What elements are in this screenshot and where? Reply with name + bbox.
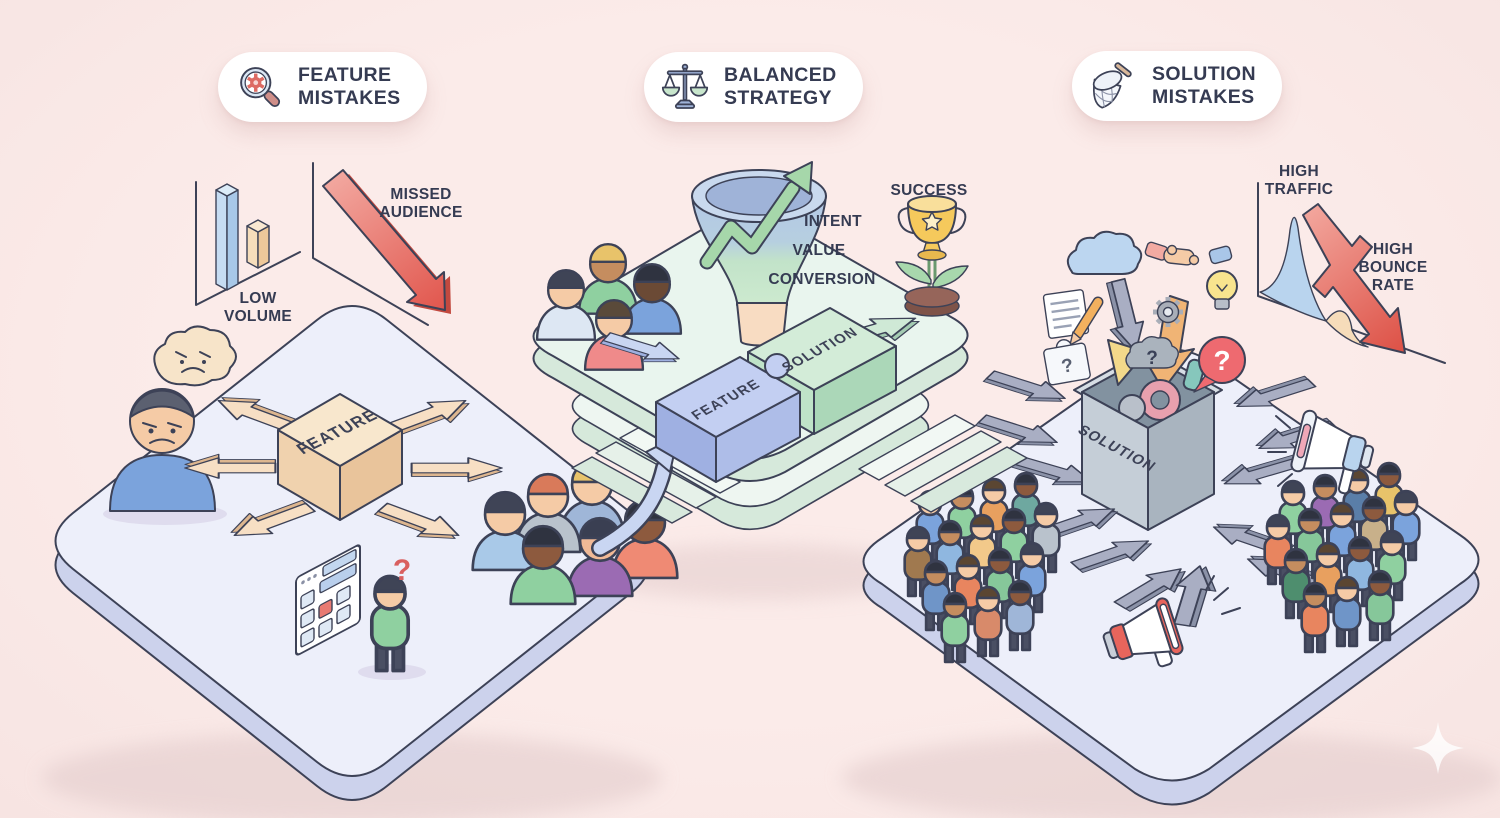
missed-audience-label-line1: MISSED xyxy=(390,186,451,203)
high-traffic-label-line2: TRAFFIC xyxy=(1265,181,1333,198)
question-mark: ? xyxy=(393,554,411,587)
dashboard-panel: ? xyxy=(295,544,426,680)
feature-box: FEATURE xyxy=(184,387,503,549)
question-cloud-icon: ? xyxy=(1125,335,1179,369)
puzzle: FEATURE SOLUTION xyxy=(655,307,897,483)
question-bubble-icon: ? xyxy=(1193,336,1246,393)
star-icon xyxy=(921,211,943,231)
sparkle-icon xyxy=(1412,722,1464,774)
bottle-in-box xyxy=(1182,358,1206,392)
intent-label: INTENT xyxy=(804,213,862,230)
solution-box: SOLUTION xyxy=(1073,295,1223,531)
lightbulb-icon xyxy=(1206,270,1238,310)
success-trophy xyxy=(895,195,969,317)
angry-face-icon xyxy=(175,351,211,373)
balance-scale-icon xyxy=(661,63,709,109)
high-traffic-chart xyxy=(1257,182,1446,364)
low-volume-label-line2: VOLUME xyxy=(224,308,292,325)
funnel xyxy=(691,161,827,347)
value-label: VALUE xyxy=(793,242,846,259)
question-bubble-glyph: ? xyxy=(1213,345,1230,376)
document-pencil-icon xyxy=(1042,289,1104,346)
growth-arrow xyxy=(701,182,799,268)
puzzle-knob xyxy=(764,353,790,379)
angry-user xyxy=(103,325,237,525)
success-label: SUCCESS xyxy=(890,182,967,199)
thought-bubble xyxy=(153,325,237,387)
magnifier-gear-icon xyxy=(240,67,281,107)
high-bounce-label-line2: BOUNCE xyxy=(1359,259,1428,276)
gear-icon xyxy=(1153,297,1183,327)
high-bounce-label-line3: RATE xyxy=(1372,277,1414,294)
low-volume-label-line1: LOW xyxy=(239,290,276,307)
cloud-question-glyph: ? xyxy=(1146,348,1158,369)
stairs-right xyxy=(858,414,1028,513)
low-volume-chart xyxy=(195,181,301,306)
megaphone-red xyxy=(1102,575,1241,668)
megaphone-white xyxy=(1267,409,1375,495)
high-bounce-arrow xyxy=(1302,203,1406,354)
missed-audience-arrow xyxy=(312,162,451,326)
question-puzzle-icon: ? xyxy=(1043,339,1091,386)
conversion-label: CONVERSION xyxy=(768,271,875,288)
high-traffic-label-line1: HIGH xyxy=(1279,163,1319,180)
high-bounce-label-line1: HIGH xyxy=(1373,241,1413,258)
puzzle-question-glyph: ? xyxy=(1060,355,1075,378)
floating-icons: ? ? ? xyxy=(1042,230,1246,393)
cloud-icon xyxy=(1066,230,1143,275)
missed-audience-label-line2: AUDIENCE xyxy=(379,204,462,221)
butterfly-net-icon xyxy=(1092,62,1132,109)
handshake-icon xyxy=(1144,241,1233,266)
